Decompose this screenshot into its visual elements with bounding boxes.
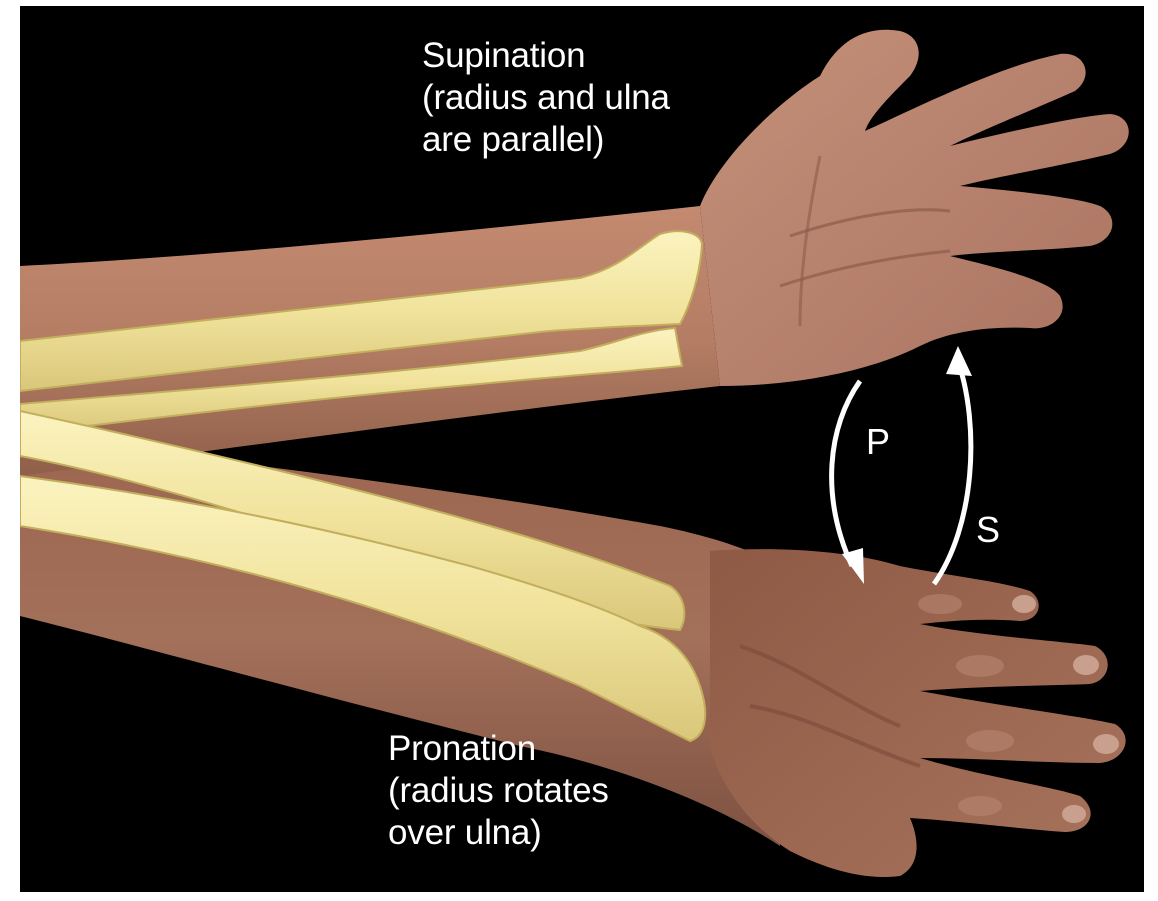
pronation-desc-line2: over ulna) — [388, 812, 609, 854]
pronation-arrow — [832, 381, 860, 566]
pronation-arrow-label: P — [866, 424, 890, 460]
supination-arrow-label: S — [976, 512, 1000, 548]
pronation-desc-line1: (radius rotates — [388, 770, 609, 812]
supination-title: Supination — [422, 35, 670, 77]
supination-arrowhead — [946, 346, 972, 376]
pronation-label: Pronation (radius rotates over ulna) — [388, 728, 609, 854]
pronation-title: Pronation — [388, 728, 609, 770]
rotation-arrows — [832, 346, 972, 584]
anatomy-figure: Supination (radius and ulna are parallel… — [20, 6, 1144, 892]
supination-label: Supination (radius and ulna are parallel… — [422, 35, 670, 161]
supination-desc-line1: (radius and ulna — [422, 77, 670, 119]
supination-arrow — [934, 361, 971, 584]
supination-desc-line2: are parallel) — [422, 119, 670, 161]
